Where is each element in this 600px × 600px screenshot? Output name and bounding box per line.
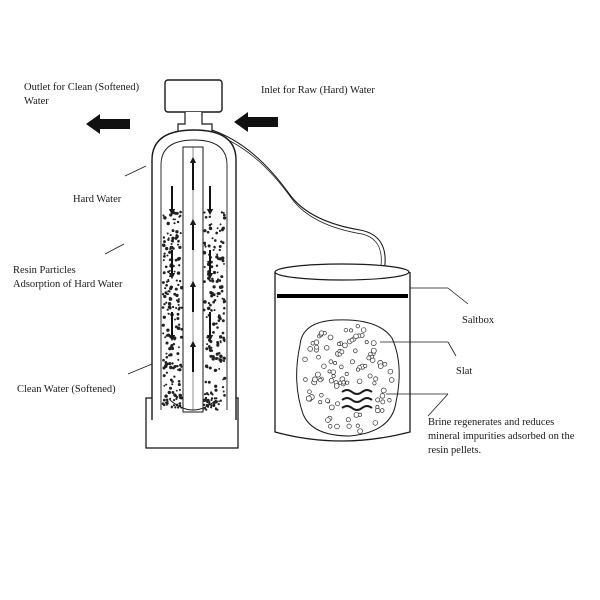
- brine-label-line1: Brine regenerates and reduces: [428, 417, 555, 428]
- flow-down-arrow-icon: [168, 186, 214, 342]
- control-valve-head: [164, 79, 223, 133]
- resin-particles: [161, 210, 227, 411]
- saltbox-label: Saltbox: [462, 315, 495, 326]
- brine-label: Brine regenerates and reduces mineral im…: [428, 416, 574, 458]
- brine-wave-icon: [341, 389, 373, 411]
- inlet-arrow-icon: [234, 112, 278, 132]
- resin-label: Resin Particles Adsorption of Hard Water: [13, 264, 122, 292]
- salt-pellets: [302, 323, 395, 434]
- outlet-label-line1: Outlet for Clean (Softened): [24, 82, 140, 93]
- inlet-label: Inlet for Raw (Hard) Water: [261, 85, 375, 96]
- resin-label-line2: Adsorption of Hard Water: [13, 279, 123, 290]
- outlet-label: Outlet for Clean (Softened) Water: [24, 81, 139, 109]
- hard-water-label: Hard Water: [73, 194, 122, 205]
- slat-label: Slat: [456, 366, 473, 377]
- brine-label-line2: mineral impurities adsorbed on the: [428, 431, 575, 442]
- saltbox: [274, 263, 411, 442]
- clean-water-label: Clean Water (Softened): [17, 384, 116, 395]
- resin-label-line1: Resin Particles: [13, 265, 76, 276]
- outlet-arrow-icon: [86, 114, 130, 134]
- brine-tube: [211, 129, 386, 420]
- leader-lines: [104, 165, 469, 417]
- brine-label-line3: resin pellets.: [428, 445, 482, 456]
- outlet-label-line2: Water: [24, 96, 49, 107]
